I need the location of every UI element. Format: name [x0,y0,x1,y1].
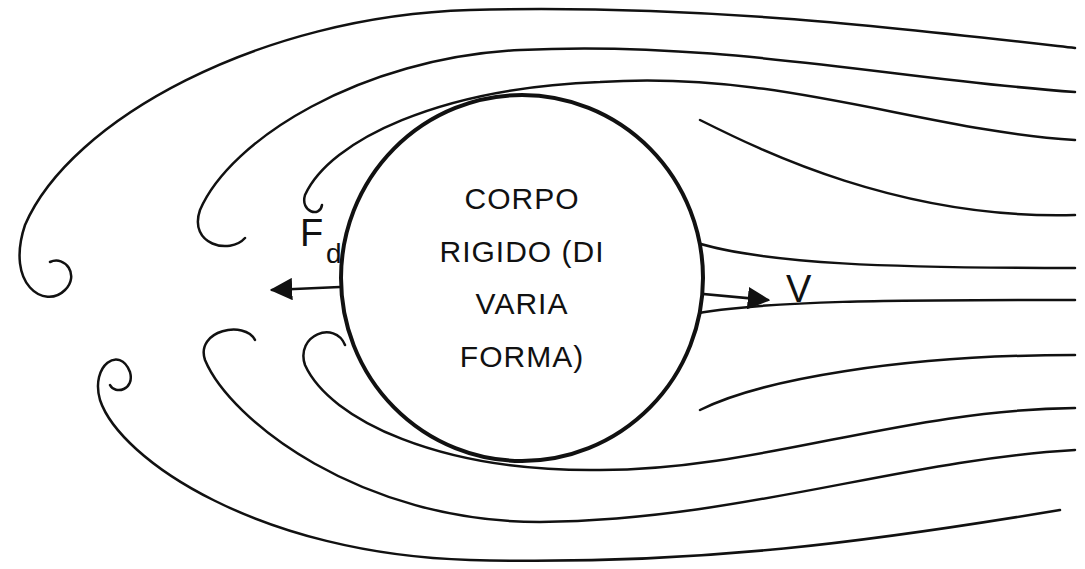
rigid-body-circle: CORPO RIGIDO (DI VARIA FORMA) [338,92,706,464]
force-label: F [300,214,323,252]
velocity-label: V [786,270,811,308]
force-subscript: d [326,240,342,268]
body-outline [338,92,706,464]
body-label: CORPO RIGIDO (DI VARIA FORMA) [427,173,617,383]
streamline [688,240,1075,268]
streamline [700,355,1075,410]
streamline [688,300,1075,315]
streamline [700,120,1075,215]
